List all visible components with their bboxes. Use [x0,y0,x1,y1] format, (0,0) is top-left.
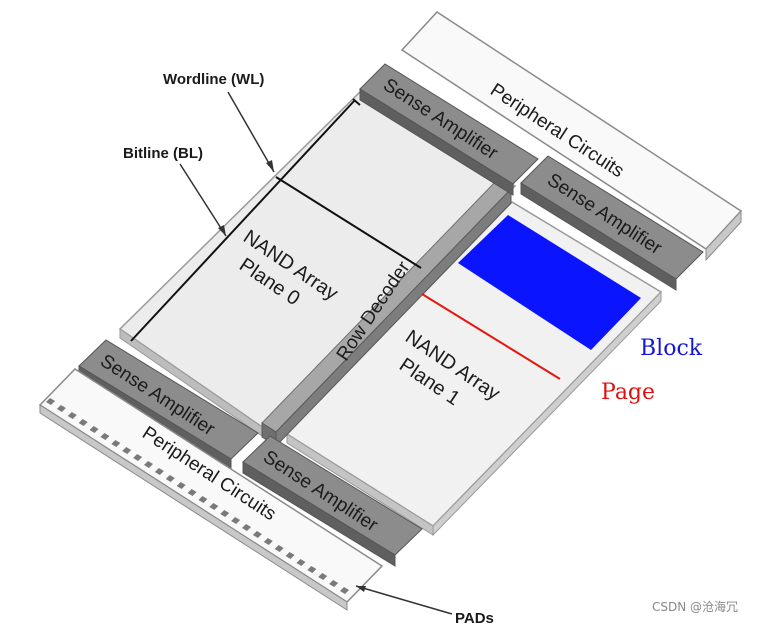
pad [198,496,208,503]
pad [263,538,273,545]
pads-label: PADs [455,610,494,624]
pad [296,559,306,566]
pad [165,475,175,482]
pad [46,398,55,405]
pad [154,468,164,475]
pad [220,510,230,517]
pad [307,566,317,573]
pad [89,426,99,433]
pad [285,552,295,559]
pad [231,517,241,524]
pad [318,573,328,580]
pad [252,531,262,538]
pad [111,440,121,447]
plane0-wiring [130,98,422,342]
plane0-array [118,89,517,441]
pad [133,454,143,461]
pad [78,419,88,426]
block-highlight [458,215,641,350]
pad [274,545,284,552]
page-line [421,293,561,380]
callout-arrows [179,91,453,615]
pad [122,447,132,454]
pad [340,587,349,594]
block-legend: Block [640,336,703,361]
pad-row [46,398,349,594]
pad [144,461,153,468]
page-legend: Page [601,380,655,405]
bitline-label: Bitline (BL) [123,145,203,162]
wordline-label: Wordline (WL) [163,71,264,88]
pad [209,503,219,510]
watermark: CSDN @沧海冗 [652,599,738,614]
pad [67,412,77,419]
pad [329,580,339,587]
pad [56,405,66,412]
pad [100,433,110,440]
pad [187,489,197,496]
pad [176,482,186,489]
pad [242,524,251,531]
